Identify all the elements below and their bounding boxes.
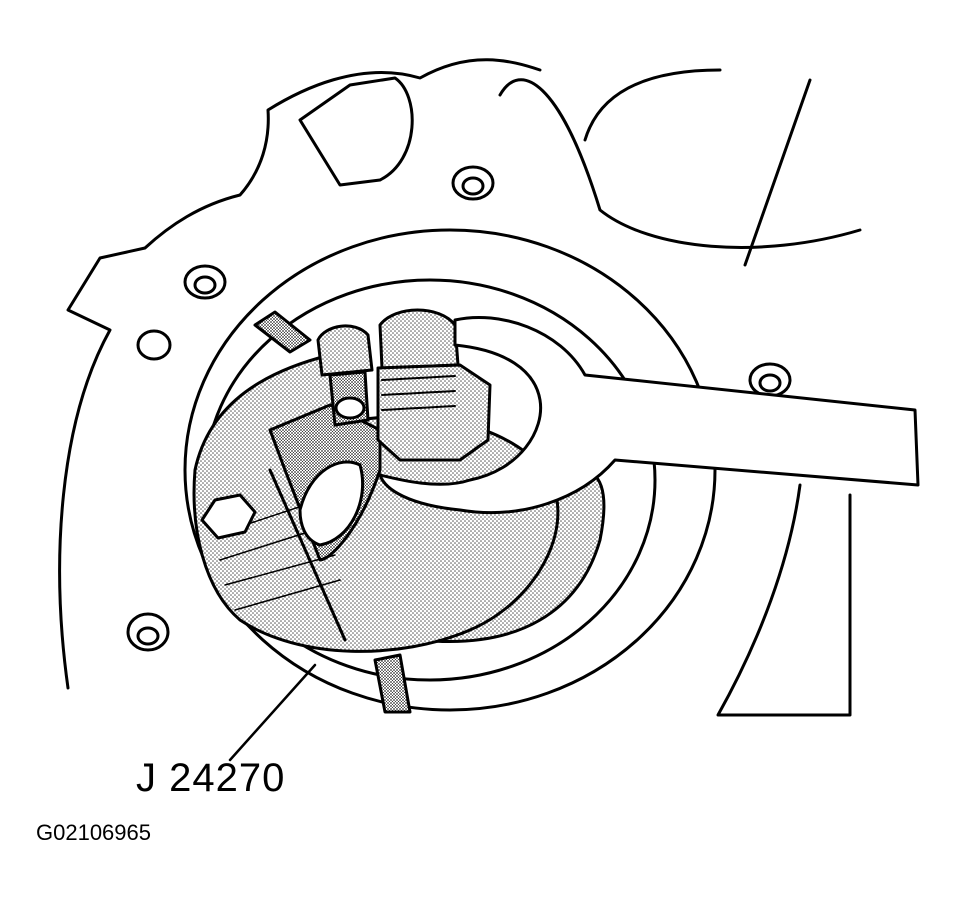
bolt-hole-inner bbox=[136, 626, 160, 646]
shaft-rod-top bbox=[253, 310, 312, 354]
bolt-hole-inner bbox=[461, 176, 485, 196]
open-end-wrench bbox=[378, 315, 920, 514]
housing-right-arc bbox=[498, 78, 862, 249]
bolt-hole bbox=[136, 329, 172, 361]
tool-slot bbox=[298, 460, 365, 547]
small-bolt bbox=[316, 324, 374, 427]
tool-callout-label: J 24270 bbox=[136, 756, 286, 800]
bolt-hole-inner bbox=[193, 275, 217, 295]
bolt-hole bbox=[126, 612, 170, 652]
bore-outer-ring bbox=[183, 228, 717, 712]
shaft-rod-bottom bbox=[373, 653, 412, 714]
large-bolt bbox=[376, 308, 492, 462]
bolt-hole bbox=[451, 165, 495, 201]
figure-id: G02106965 bbox=[36, 820, 151, 845]
bolt-hole-inner bbox=[758, 373, 782, 393]
housing-diagonal-edge bbox=[743, 78, 812, 267]
plate-edge bbox=[268, 468, 347, 642]
engine-block-outline bbox=[58, 58, 542, 690]
plate-hatch bbox=[234, 579, 341, 611]
callout-leader-line bbox=[228, 663, 317, 762]
hex-nut-small bbox=[200, 493, 257, 540]
housing-right-bracket bbox=[716, 483, 852, 717]
housing-upper-arc bbox=[583, 68, 722, 142]
housing-upper-edge bbox=[298, 76, 414, 187]
bolt-hole bbox=[183, 264, 227, 300]
plate-hatch bbox=[224, 554, 336, 586]
